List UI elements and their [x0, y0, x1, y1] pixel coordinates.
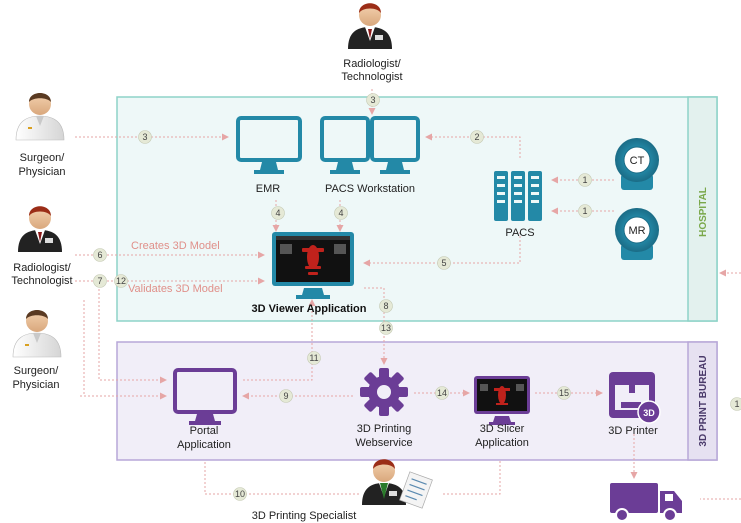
step-number: 1: [582, 175, 587, 185]
step-number: 14: [437, 388, 447, 398]
step-number: 8: [383, 301, 388, 311]
step-number: 12: [116, 276, 126, 286]
step-badge: [233, 487, 247, 501]
step-number: 10: [235, 489, 245, 499]
pacs-workstation-label: PACS Workstation: [325, 183, 415, 195]
printer-badge: 3D: [643, 408, 655, 418]
surgeon-bottom-avatar: [12, 309, 62, 358]
delivery-truck-icon: [610, 483, 682, 522]
slicer-monitor-icon: [474, 376, 530, 425]
step-badge: [271, 206, 285, 220]
step-badge: [93, 248, 107, 262]
hospital-label: HOSPITAL: [698, 187, 709, 237]
step-badge: [279, 389, 293, 403]
step-number: 13: [381, 323, 391, 333]
step-number: 3: [142, 132, 147, 142]
step-badge: [470, 130, 484, 144]
left-radiologist-label: Radiologist/Technologist: [11, 262, 72, 287]
step-badge: [379, 299, 393, 313]
step-number: 5: [441, 258, 446, 268]
pacs-workstation-icon: [320, 116, 420, 174]
pacs-label: PACS: [505, 227, 534, 239]
ct-label: CT: [630, 155, 645, 167]
creates-model-label: Creates 3D Model: [131, 240, 220, 252]
step-badge: [93, 274, 107, 288]
mr-label: MR: [628, 225, 645, 237]
ct-scanner-icon: [615, 138, 659, 190]
step-number: 1: [582, 206, 587, 216]
printer-icon: [609, 372, 661, 424]
pacs-server-icon: [494, 171, 542, 221]
step-number: 2: [474, 132, 479, 142]
step-badge: [557, 386, 571, 400]
emr-label: EMR: [256, 183, 281, 195]
step-badge: [578, 204, 592, 218]
step-number: 1: [734, 399, 739, 409]
step-number: 9: [283, 391, 288, 401]
emr-monitor-icon: [236, 116, 302, 174]
printer-label: 3D Printer: [608, 425, 658, 437]
portal-monitor-icon: [173, 368, 237, 425]
step-badge: [437, 256, 451, 270]
step-number: 6: [97, 250, 102, 260]
step-badge: [366, 93, 380, 107]
surgeon-bottom-label: Surgeon/Physician: [12, 365, 59, 391]
step-badge: [114, 274, 128, 288]
step-badge: [435, 386, 449, 400]
specialist-avatar: [362, 459, 433, 509]
viewer-monitor-icon: [272, 232, 354, 299]
step-number: 4: [338, 208, 343, 218]
step-badge: [730, 397, 741, 411]
specialist-label: 3D Printing Specialist: [252, 510, 357, 522]
top-radiologist-label: Radiologist/Technologist: [341, 58, 402, 83]
step-number: 4: [275, 208, 280, 218]
surgeon-top-label: Surgeon/Physician: [18, 152, 65, 178]
step-badge: [578, 173, 592, 187]
step-badge: [307, 351, 321, 365]
validates-model-label: Validates 3D Model: [128, 283, 223, 295]
step-number: 15: [559, 388, 569, 398]
webservice-gear-icon: [360, 368, 408, 416]
mr-scanner-icon: [615, 208, 659, 260]
step-badge: [334, 206, 348, 220]
step-number: 3: [370, 95, 375, 105]
viewer-label: 3D Viewer Application: [252, 303, 367, 315]
top-radiologist-avatar: [348, 3, 392, 49]
step-badge: [379, 321, 393, 335]
surgeon-top-avatar: [15, 92, 65, 141]
left-radiologist-avatar: [18, 206, 62, 252]
print-bureau-label: 3D PRINT BUREAU: [698, 355, 709, 446]
step-number: 11: [309, 353, 318, 363]
step-badge: [138, 130, 152, 144]
step-number: 7: [97, 276, 102, 286]
